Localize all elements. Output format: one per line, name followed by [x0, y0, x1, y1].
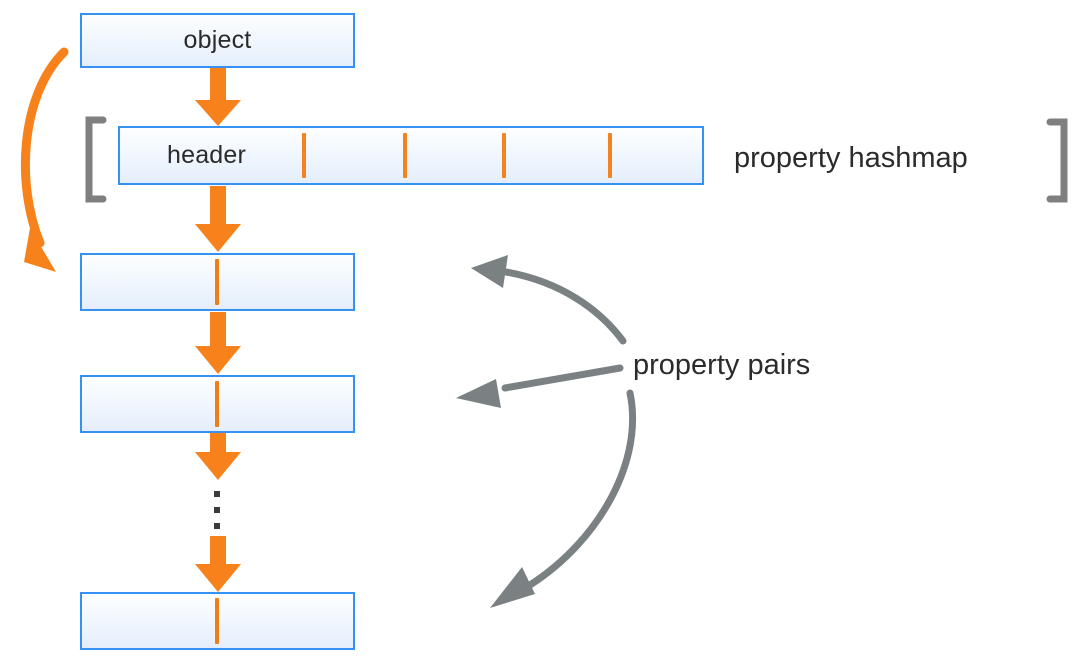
header-label: header: [167, 141, 247, 169]
ellipsis-dot-3: [214, 523, 220, 529]
property-pairs-annotation: property pairs: [633, 349, 811, 381]
ellipsis-dot-2: [214, 507, 220, 513]
hashmap-slot-tick-1: [302, 133, 306, 178]
property-pair-divider-2: [215, 381, 219, 427]
hashmap-slot-tick-2: [403, 133, 407, 178]
hashmap-slot-tick-4: [608, 133, 612, 178]
pairs-pointer-arrow-middle: [456, 364, 624, 408]
pairs-pointer-arrow-lower: [490, 389, 637, 608]
arrow-pair2-to-ellipsis: [195, 433, 241, 480]
arrow-header-to-pair1: [195, 186, 241, 252]
arrow-object-to-header: [195, 68, 241, 126]
hashmap-slot-tick-3: [502, 133, 506, 178]
property-pair-divider-1: [215, 259, 219, 305]
left-bracket: [85, 116, 107, 203]
property-hashmap-annotation: property hashmap: [734, 142, 968, 174]
pairs-pointer-arrow-upper: [471, 255, 627, 345]
ellipsis-dot-1: [214, 491, 220, 497]
property-pair-divider-3: [215, 598, 219, 644]
arrow-pair1-to-pair2: [195, 312, 241, 374]
object-to-pair-curved-arrow: [20, 47, 69, 272]
right-bracket: [1046, 118, 1068, 203]
property-hashmap-box[interactable]: header: [118, 126, 704, 185]
object-box-label: object: [183, 26, 252, 54]
object-box[interactable]: object: [80, 13, 355, 68]
arrow-ellipsis-to-pair3: [195, 536, 241, 592]
